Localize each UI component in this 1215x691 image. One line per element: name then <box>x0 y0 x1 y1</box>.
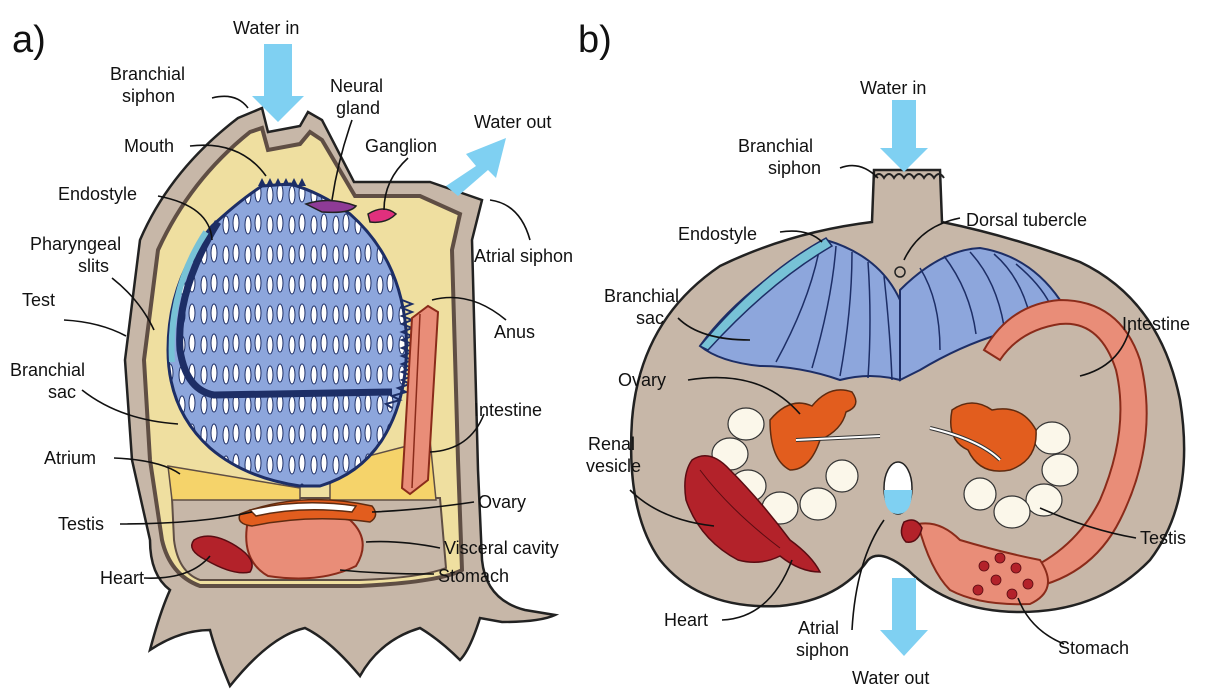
label-water-out-a: Water out <box>474 112 551 132</box>
label-visceral-cavity-a: Visceral cavity <box>444 538 559 558</box>
label-endostyle-a: Endostyle <box>58 184 137 204</box>
label-ovary-a: Ovary <box>478 492 526 512</box>
label-neural-gland-a-1: Neural <box>330 76 383 96</box>
label-branchial-sac-b-1: Branchial <box>604 286 679 306</box>
label-testis-b: Testis <box>1140 528 1186 548</box>
label-renal-vesicle-b-2: vesicle <box>586 456 641 476</box>
label-test-a: Test <box>22 290 55 310</box>
label-pharyngeal-a-1: Pharyngeal <box>30 234 121 254</box>
label-heart-b: Heart <box>664 610 708 630</box>
label-atrial-siphon-a: Atrial siphon <box>474 246 573 266</box>
label-stomach-b: Stomach <box>1058 638 1129 658</box>
label-anus-a: Anus <box>494 322 535 342</box>
label-branchial-siphon-a-2: siphon <box>122 86 175 106</box>
leader-branchial-siphon-b <box>840 166 878 178</box>
label-water-out-b: Water out <box>852 668 929 688</box>
label-atrium-a: Atrium <box>44 448 96 468</box>
label-atrial-siphon-b-1: Atrial <box>798 618 839 638</box>
panel-a-tag: a) <box>12 19 46 61</box>
water-out-arrow-b <box>880 578 928 656</box>
label-renal-vesicle-b-1: Renal <box>588 434 635 454</box>
label-intestine-b: Intestine <box>1122 314 1190 334</box>
label-water-in-a: Water in <box>233 18 299 38</box>
label-endostyle-b: Endostyle <box>678 224 757 244</box>
label-dorsal-tubercle-b: Dorsal tubercle <box>966 210 1087 230</box>
leader-branchial-siphon-a <box>212 96 248 108</box>
label-branchial-siphon-b-2: siphon <box>768 158 821 178</box>
label-ganglion-a: Ganglion <box>365 136 437 156</box>
label-intestine-a: Intestine <box>474 400 542 420</box>
label-heart-a: Heart <box>100 568 144 588</box>
label-testis-a: Testis <box>58 514 104 534</box>
panel-a: a) <box>10 18 573 686</box>
panel-b-tag: b) <box>578 19 612 61</box>
leader-test-a <box>64 320 126 336</box>
label-branchial-sac-a-2: sac <box>48 382 76 402</box>
label-pharyngeal-a-2: slits <box>78 256 109 276</box>
label-ovary-b: Ovary <box>618 370 666 390</box>
label-stomach-a: Stomach <box>438 566 509 586</box>
leader-atrial-siphon-a <box>490 200 530 240</box>
label-branchial-sac-a-1: Branchial <box>10 360 85 380</box>
label-atrial-siphon-b-2: siphon <box>796 640 849 660</box>
label-water-in-b: Water in <box>860 78 926 98</box>
label-branchial-siphon-b-1: Branchial <box>738 136 813 156</box>
panel-b: b) <box>578 19 1190 688</box>
water-in-arrow-b <box>880 100 928 172</box>
label-branchial-siphon-a-1: Branchial <box>110 64 185 84</box>
label-mouth-a: Mouth <box>124 136 174 156</box>
label-neural-gland-a-2: gland <box>336 98 380 118</box>
water-out-arrow-a <box>446 138 506 196</box>
label-branchial-sac-b-2: sac <box>636 308 664 328</box>
